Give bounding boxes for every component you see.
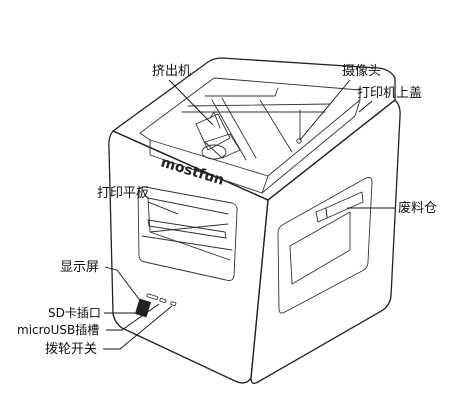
dial-switch (170, 301, 177, 306)
label-waste-bin: 废料仓 (398, 200, 437, 216)
front-window (137, 186, 238, 281)
front-face (108, 130, 269, 384)
camera-lens (296, 138, 302, 144)
micro-usb-port (159, 297, 167, 303)
display-screen (134, 298, 152, 318)
printer-body: mostfun (108, 57, 401, 384)
label-extruder: 挤出机 (152, 64, 191, 79)
top-face (112, 57, 396, 201)
label-display: 显示屏 (60, 260, 99, 275)
label-sd-slot: SD卡插口 (48, 306, 101, 320)
label-build-plate: 打印平板 (97, 186, 149, 201)
label-top-cover: 打印机上盖 (357, 86, 422, 101)
waste-bin (325, 191, 364, 219)
side-window (277, 177, 373, 314)
callouts: 挤出机 摄像头 打印机上盖 打印平板 废料仓 显示屏 SD卡插口 microUS… (17, 64, 437, 357)
sd-card-slot (146, 293, 159, 300)
build-plate (147, 219, 227, 239)
label-micro-usb: microUSB插槽 (17, 323, 99, 337)
label-dial-switch: 拨轮开关 (45, 342, 97, 357)
right-face (250, 99, 401, 384)
label-camera: 摄像头 (342, 64, 381, 79)
